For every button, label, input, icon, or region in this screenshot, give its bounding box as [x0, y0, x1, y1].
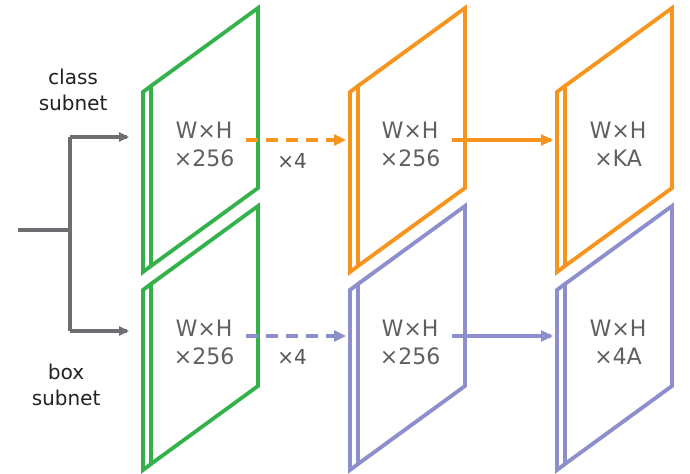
class-subnet-label: class subnet: [39, 65, 108, 115]
class-input-feature-map: [141, 4, 260, 276]
box-input-size-line2: ×256: [174, 345, 234, 370]
box-output-feature-map: [555, 202, 674, 474]
box-subnet-label: box subnet: [32, 360, 101, 410]
box-hidden-feature-map: [348, 202, 467, 474]
svg-text:subnet: subnet: [32, 386, 101, 410]
class-hidden-feature-map: [348, 4, 467, 276]
class-output-size-line2: ×KA: [594, 147, 642, 172]
class-repeat-count: ×4: [277, 149, 306, 173]
class-hidden-size-line2: ×256: [380, 147, 440, 172]
box-repeat-count: ×4: [277, 345, 306, 369]
box-output-size-line1: W×H: [590, 317, 647, 342]
svg-text:class: class: [48, 65, 98, 89]
box-input-size-line1: W×H: [176, 317, 233, 342]
class-output-size-line1: W×H: [590, 119, 647, 144]
class-input-size-line2: ×256: [174, 147, 234, 172]
input-split-connector: [18, 132, 129, 336]
class-input-size-line1: W×H: [176, 119, 233, 144]
svg-text:subnet: subnet: [39, 91, 108, 115]
class-output-feature-map: [555, 4, 674, 276]
box-output-size-line2: ×4A: [594, 345, 641, 370]
box-hidden-size-line2: ×256: [380, 345, 440, 370]
class-hidden-size-line1: W×H: [382, 119, 439, 144]
svg-text:box: box: [48, 360, 84, 384]
box-hidden-size-line1: W×H: [382, 317, 439, 342]
box-input-feature-map: [141, 202, 260, 474]
